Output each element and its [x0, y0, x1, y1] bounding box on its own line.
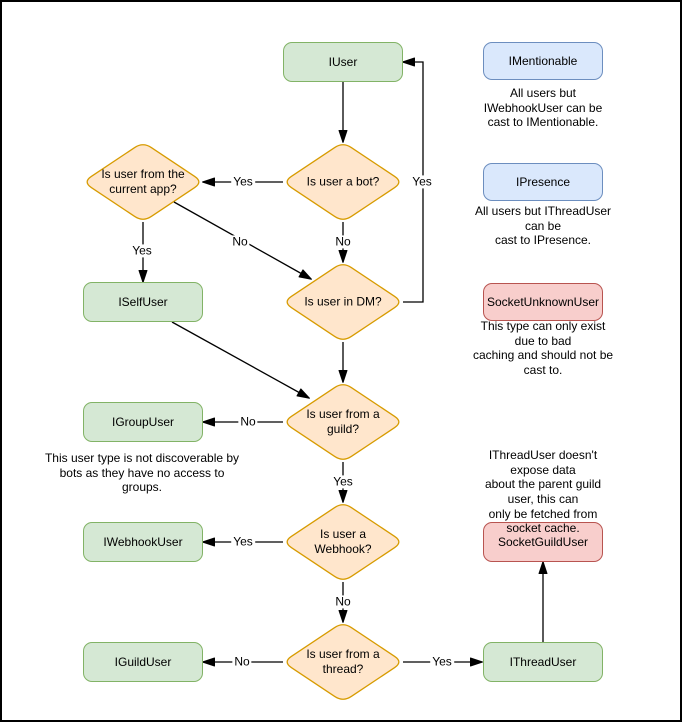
- node-iwebhookuser: IWebhookUser: [83, 522, 203, 562]
- edge-is-dm-yes-label: Yes: [410, 174, 434, 189]
- decision-label-is-current-app: Is user from the current app?: [101, 167, 185, 196]
- node-imentionable: IMentionable: [483, 42, 603, 80]
- edge-is-guild-yes-label: Yes: [331, 474, 355, 489]
- edge-is-bot-no-label: No: [333, 234, 353, 249]
- decision-label-is-bot: Is user a bot?: [306, 174, 380, 189]
- edge-is-webhook-yes-label: Yes: [231, 534, 255, 549]
- edge-is-guild-no-label: No: [238, 414, 258, 429]
- edge-is-bot-yes-label: Yes: [231, 174, 255, 189]
- note-ithreaduser: IThreadUser doesn't expose data about th…: [484, 448, 602, 536]
- node-iselfuser: ISelfUser: [83, 282, 203, 322]
- note-socketunknownuser: This type can only exist due to bad cach…: [472, 318, 614, 377]
- note-imentionable: All users but IWebhookUser can be cast t…: [483, 86, 603, 130]
- node-ithreaduser: IThreadUser: [483, 642, 603, 682]
- edge-is-thread-no-label: No: [232, 654, 252, 669]
- edge-is-thread-yes-label: Yes: [430, 654, 454, 669]
- node-socketunknownuser: SocketUnknownUser: [483, 283, 603, 321]
- node-socketguilduser: SocketGuildUser: [483, 522, 603, 562]
- decision-label-is-webhook: Is user a Webhook?: [314, 527, 372, 556]
- decision-label-is-thread: Is user from a thread?: [306, 647, 380, 676]
- edge-is-webhook-no-label: No: [333, 594, 353, 609]
- node-iuser: IUser: [283, 42, 403, 82]
- node-igroupuser: IGroupUser: [83, 402, 203, 442]
- node-ipresence: IPresence: [483, 163, 603, 201]
- edge-is-current-app-yes-label: Yes: [130, 243, 154, 258]
- node-iguilduser: IGuildUser: [83, 642, 203, 682]
- decision-label-is-guild: Is user from a guild?: [306, 407, 380, 436]
- decision-label-is-dm: Is user in DM?: [304, 294, 382, 309]
- edge-is-current-app-no-label: No: [230, 234, 250, 249]
- note-ipresence: All users but IThreadUser can be cast to…: [474, 204, 612, 248]
- note-igroupuser: This user type is not discoverable by bo…: [44, 451, 240, 495]
